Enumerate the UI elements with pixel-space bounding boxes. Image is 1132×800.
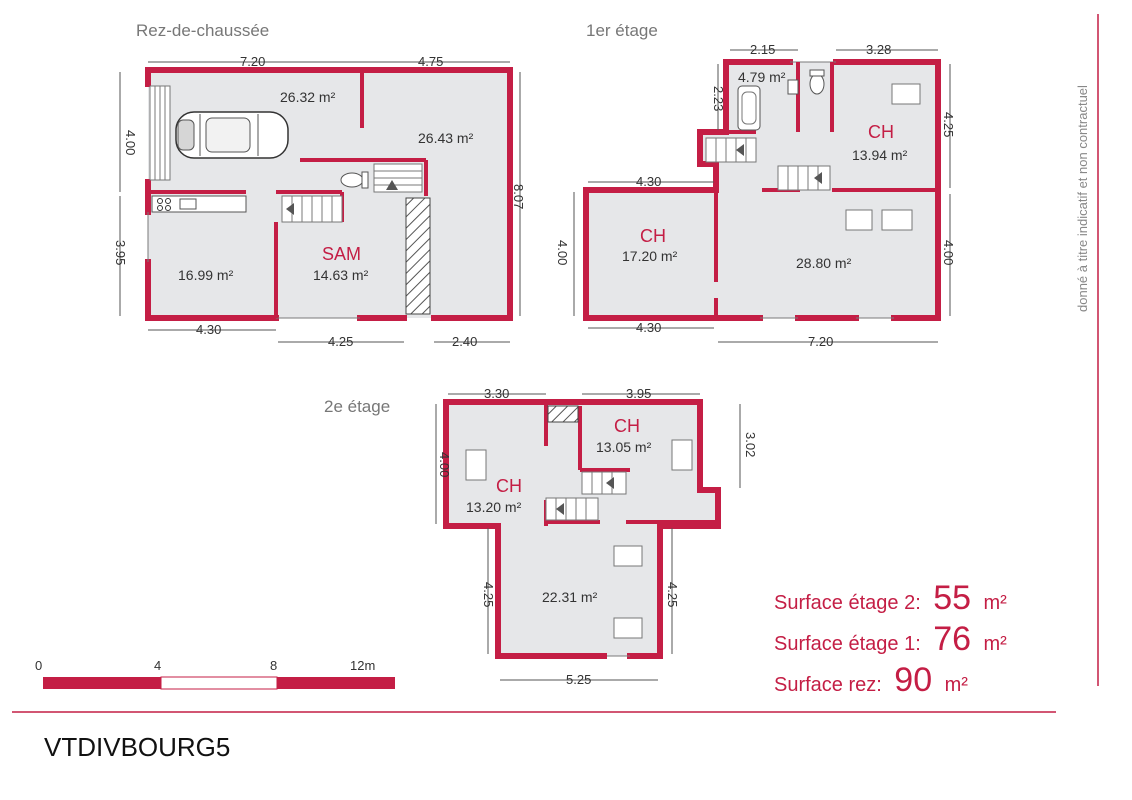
dimension-label: 4.00 — [123, 130, 138, 155]
dimension-label: 4.00 — [941, 240, 956, 265]
garage-door — [149, 85, 171, 181]
second-staircase — [545, 471, 627, 521]
skylight-icon — [671, 439, 693, 471]
summary-line-ground: Surface rez: 90 m² — [774, 661, 968, 699]
scale-label: 8 — [270, 658, 277, 673]
surface-summary: Surface étage 2: 55 m² Surface étage 1: … — [774, 579, 1007, 699]
summary-line-floor2: Surface étage 2: 55 m² — [774, 579, 1007, 617]
summary-line-floor1: Surface étage 1: 76 m² — [774, 620, 1007, 658]
dimension-label: 3.02 — [743, 432, 758, 457]
summary-label: Surface étage 1: — [774, 633, 921, 655]
summary-unit: m² — [984, 592, 1008, 614]
area-label: 26.43 m² — [418, 130, 474, 146]
area-label: 26.32 m² — [280, 89, 336, 105]
toilet-icon — [340, 171, 369, 189]
scale-label: 0 — [35, 658, 42, 673]
summary-unit: m² — [945, 674, 969, 696]
kitchen-counter — [151, 195, 247, 213]
dimension-label: 7.20 — [240, 54, 265, 69]
dimension-label: 4.00 — [437, 452, 452, 477]
skylight-icon — [465, 449, 487, 481]
dimension-label: 3.95 — [113, 240, 128, 265]
dimension-label: 3.28 — [866, 42, 891, 57]
area-label: 16.99 m² — [178, 267, 234, 283]
dimension-label: 4.25 — [481, 582, 496, 607]
scale-label: 4 — [154, 658, 161, 673]
bathtub-icon — [737, 85, 761, 131]
area-label: 22.31 m² — [542, 589, 598, 605]
ground-dimension-lines — [119, 61, 521, 343]
disclaimer-text: donné à titre indicatif et non contractu… — [1075, 85, 1090, 312]
area-label: 28.80 m² — [796, 255, 852, 271]
skylight-icon — [845, 209, 873, 231]
area-label: 4.79 m² — [738, 69, 786, 85]
ground-hatched-shaft — [405, 197, 431, 315]
area-label: 13.05 m² — [596, 439, 652, 455]
dimension-label: 5.25 — [566, 672, 591, 687]
dimension-label: 4.30 — [636, 320, 661, 335]
second-dimension-lines — [435, 393, 741, 681]
dimension-label: 8.07 — [511, 184, 526, 209]
dimension-label: 4.00 — [555, 240, 570, 265]
dimension-label: 4.25 — [328, 334, 353, 349]
dimension-label: 7.20 — [808, 334, 833, 349]
summary-label: Surface étage 2: — [774, 592, 921, 614]
second-floor-area — [446, 402, 718, 656]
dimension-label: 4.25 — [665, 582, 680, 607]
ground-interior-walls — [148, 70, 428, 318]
car-icon — [175, 111, 289, 159]
skylight-icon — [891, 83, 921, 105]
floor-title-second: 2e étage — [324, 397, 390, 416]
floor-title-first: 1er étage — [586, 21, 658, 40]
area-label: 17.20 m² — [622, 248, 678, 264]
dimension-label: 4.25 — [941, 112, 956, 137]
skylight-icon — [613, 545, 643, 567]
second-interior-walls — [544, 402, 718, 526]
floor-second: 2e étage — [324, 386, 758, 687]
dimension-label: 3.95 — [626, 386, 651, 401]
summary-value: 90 — [894, 661, 932, 699]
first-staircase — [705, 137, 831, 191]
area-label: 14.63 m² — [313, 267, 369, 283]
summary-label: Surface rez: — [774, 674, 882, 696]
second-exterior-walls — [443, 399, 721, 659]
dimension-label: 4.30 — [196, 322, 221, 337]
summary-value: 76 — [933, 620, 971, 658]
summary-unit: m² — [984, 633, 1008, 655]
skylight-icon — [613, 617, 643, 639]
first-dimension-lines — [573, 49, 951, 343]
dimension-label: 3.30 — [484, 386, 509, 401]
sink-icon — [787, 79, 799, 95]
reference-code: VTDIVBOURG5 — [44, 732, 230, 762]
scale-label: 12m — [350, 658, 375, 673]
floor-ground: Rez-de-chaussée — [113, 21, 526, 349]
ground-exterior-walls — [145, 67, 513, 321]
dimension-label: 4.75 — [418, 54, 443, 69]
room-label: CH — [496, 476, 522, 496]
dimension-label: 4.30 — [636, 174, 661, 189]
floor-title-ground: Rez-de-chaussée — [136, 21, 269, 40]
dimension-label: 2.23 — [711, 86, 726, 111]
area-label: 13.20 m² — [466, 499, 522, 515]
ground-staircase — [281, 163, 423, 223]
scale-bar: 0 4 8 12m — [35, 658, 395, 690]
floor-first: 1er étage — [555, 21, 956, 349]
skylight-icon — [881, 209, 913, 231]
second-hatched-shaft — [547, 405, 579, 423]
room-label: CH — [640, 226, 666, 246]
dimension-label: 2.15 — [750, 42, 775, 57]
room-label: SAM — [322, 244, 361, 264]
toilet-icon — [809, 69, 825, 95]
room-label: CH — [868, 122, 894, 142]
area-label: 13.94 m² — [852, 147, 908, 163]
dimension-label: 2.40 — [452, 334, 477, 349]
room-label: CH — [614, 416, 640, 436]
summary-value: 55 — [933, 579, 971, 617]
